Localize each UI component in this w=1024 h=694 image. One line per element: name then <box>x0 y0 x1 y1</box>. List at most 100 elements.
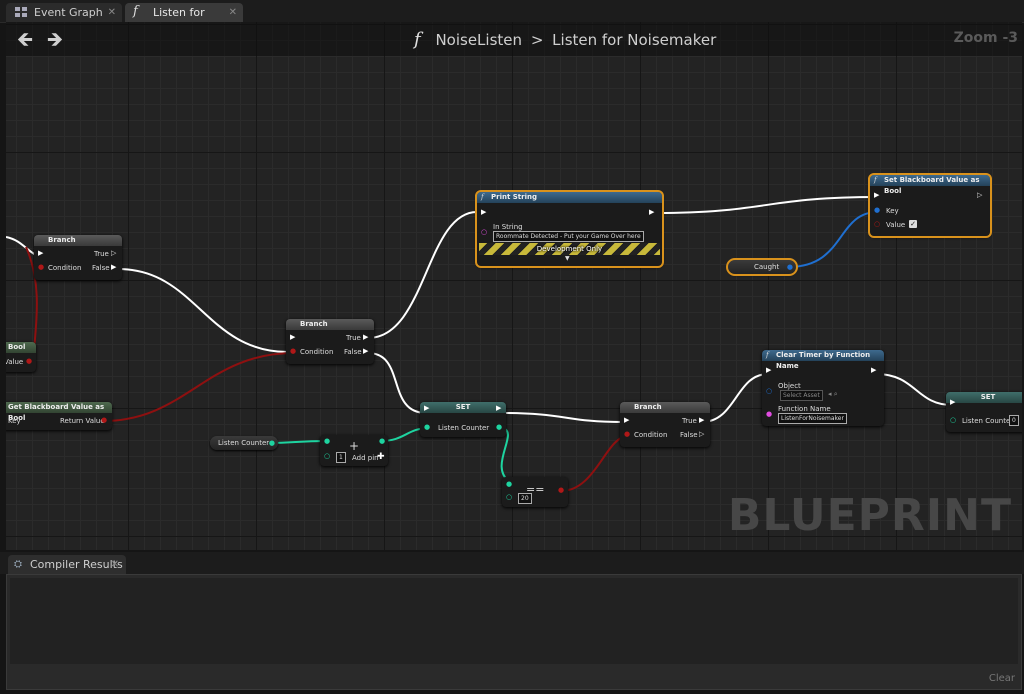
close-icon[interactable]: ✕ <box>110 559 119 570</box>
object-pin[interactable]: ○ <box>766 387 773 395</box>
tab-compiler-results[interactable]: ⛭ Compiler Results ✕ <box>8 555 126 574</box>
tab-event-graph[interactable]: Event Graph ✕ <box>6 3 122 22</box>
listen-counter-variable-node[interactable]: Listen Counter ● <box>210 436 278 450</box>
pin-label-true: True <box>346 334 361 342</box>
exec-wire <box>117 268 289 353</box>
blueprint-graph-canvas[interactable]: 🡸 🡺 f NoiseListen > Listen for Noisemake… <box>6 22 1022 550</box>
pin-label-return-value: Return Value <box>60 417 105 425</box>
clear-timer-by-function-name-node[interactable]: Clear Timer by Function Name f ▶ ▶ Objec… <box>762 350 884 426</box>
breadcrumb-current: Listen for Noisemaker <box>552 31 717 49</box>
bool-pin[interactable]: ● <box>558 486 565 494</box>
exec-out-pin[interactable]: ▷ <box>111 249 117 257</box>
exec-out-pin[interactable]: ▶ <box>363 347 369 355</box>
exec-in-pin[interactable]: ▶ <box>950 398 956 406</box>
close-icon[interactable]: ✕ <box>228 7 237 18</box>
in-string-input[interactable]: Roommate Detected - Put your Game Over h… <box>493 231 644 242</box>
int-pin[interactable]: ● <box>424 423 431 431</box>
pin-label-listen-counter: Listen Counter <box>438 424 490 432</box>
plus-icon[interactable]: ✚ <box>377 452 385 462</box>
listen-counter-value-input[interactable]: 0 <box>1009 415 1019 426</box>
pin-label-value: Value <box>6 358 24 366</box>
zoom-level: Zoom -3 <box>953 30 1018 46</box>
exec-in-pin[interactable]: ▶ <box>624 416 630 424</box>
add-int-node[interactable]: ● + ● ○ 1 Add pin ✚ <box>320 435 388 466</box>
wires-layer <box>6 196 953 492</box>
get-blackboard-bool-node-partial[interactable]: Bool Value ● <box>6 342 36 372</box>
exec-in-pin[interactable]: ▶ <box>481 208 487 216</box>
exec-in-pin[interactable]: ▶ <box>290 333 296 341</box>
bool-pin[interactable]: ● <box>38 263 45 271</box>
string-pin[interactable]: ○ <box>481 228 488 236</box>
exec-out-pin[interactable]: ▶ <box>496 404 502 412</box>
branch-node[interactable]: Branch ▶ True ▷ ● Condition False ▶ <box>34 235 122 280</box>
value-checkbox[interactable]: ✓ <box>909 220 917 228</box>
back-arrow-icon[interactable]: 🡸 <box>16 27 34 51</box>
exec-out-pin[interactable]: ▶ <box>871 366 877 374</box>
get-blackboard-value-as-bool-node[interactable]: Get Blackboard Value as Bool Key Return … <box>6 402 112 430</box>
exec-in-pin[interactable]: ▶ <box>38 249 44 257</box>
compiler-results-list[interactable] <box>10 578 1018 664</box>
node-header: Get Blackboard Value as Bool <box>6 402 112 422</box>
node-header: Branch <box>286 319 374 330</box>
string-pin[interactable]: ● <box>766 410 773 418</box>
select-asset-dropdown[interactable]: Select Asset <box>780 390 823 401</box>
int-pin[interactable]: ○ <box>324 452 331 460</box>
pin-label-object: Object <box>778 382 801 390</box>
exec-wire <box>501 412 623 423</box>
pin-label-false: False <box>680 431 698 439</box>
object-wire <box>787 211 879 268</box>
tab-listen-for-noisemaker[interactable]: f Listen for Noisema ✕ <box>125 3 243 38</box>
add-pin-label[interactable]: Add pin <box>352 454 379 462</box>
bool-pin[interactable]: ● <box>101 416 108 424</box>
close-icon[interactable]: ✕ <box>107 7 116 18</box>
print-string-node[interactable]: Print String f ▶ ▶ ○ In String Roommate … <box>475 190 664 268</box>
exec-in-pin[interactable]: ▶ <box>424 404 430 412</box>
blueprint-watermark: BLUEPRINT <box>727 490 1012 541</box>
branch-node[interactable]: Branch ▶ True ▶ ● Condition False ▷ <box>620 402 710 447</box>
pin-label-condition: Condition <box>48 264 82 272</box>
bool-pin[interactable]: ● <box>290 347 297 355</box>
forward-arrow-icon[interactable]: 🡺 <box>46 27 64 51</box>
pin-label-condition: Condition <box>300 348 334 356</box>
exec-wire <box>701 373 769 423</box>
node-header: Set Blackboard Value as Bool <box>870 175 990 195</box>
browse-icon[interactable]: ◂ ⌕ <box>828 390 838 398</box>
add-value-input[interactable]: 1 <box>336 452 346 463</box>
pin-label-key: Key <box>8 417 21 425</box>
set-blackboard-value-as-bool-node[interactable]: Set Blackboard Value as Bool f ▶ ▷ ● Key… <box>868 173 992 238</box>
exec-out-pin[interactable]: ▷ <box>699 430 705 438</box>
bool-pin[interactable]: ● <box>26 357 33 365</box>
equals-value-input[interactable]: 20 <box>518 493 532 504</box>
branch-node[interactable]: Branch ▶ True ▶ ● Condition False ▶ <box>286 319 374 364</box>
exec-out-pin[interactable]: ▶ <box>649 208 655 216</box>
exec-out-pin[interactable]: ▶ <box>363 333 369 341</box>
caught-variable-node[interactable]: Caught ● <box>726 258 798 276</box>
int-pin[interactable]: ● <box>379 437 386 445</box>
bool-pin[interactable]: ● <box>624 430 631 438</box>
exec-out-pin[interactable]: ▶ <box>111 263 117 271</box>
breadcrumb-parent[interactable]: NoiseListen <box>435 31 523 49</box>
expand-arrow-icon[interactable]: ▼ <box>565 255 570 262</box>
exec-out-pin[interactable]: ▷ <box>977 191 983 199</box>
equals-operator: == <box>526 483 545 496</box>
int-pin[interactable]: ● <box>268 439 275 447</box>
object-pin[interactable]: ● <box>874 206 881 214</box>
int-pin[interactable]: ○ <box>506 493 513 501</box>
int-pin[interactable]: ○ <box>950 416 957 424</box>
equals-int-node[interactable]: ● == ● ○ 20 <box>502 477 568 507</box>
clear-button[interactable]: Clear <box>988 673 1015 684</box>
exec-in-pin[interactable]: ▶ <box>874 191 880 199</box>
set-listen-counter-node[interactable]: SET ▶ ○ Listen Counter 0 <box>946 392 1022 432</box>
exec-wire <box>875 373 953 406</box>
pin-label-true: True <box>682 417 697 425</box>
int-pin[interactable]: ● <box>506 480 513 488</box>
object-pin[interactable]: ● <box>786 263 793 271</box>
breadcrumb: f NoiseListen > Listen for Noisemaker <box>414 29 716 50</box>
exec-in-pin[interactable]: ▶ <box>766 366 772 374</box>
exec-out-pin[interactable]: ▶ <box>699 416 705 424</box>
bool-pin[interactable]: ○ <box>874 220 881 228</box>
int-pin[interactable]: ● <box>324 437 331 445</box>
function-name-input[interactable]: ListenForNoisemaker <box>778 413 847 424</box>
set-listen-counter-node[interactable]: SET ▶ ▶ ● Listen Counter ● <box>420 402 506 437</box>
int-pin[interactable]: ● <box>496 423 503 431</box>
